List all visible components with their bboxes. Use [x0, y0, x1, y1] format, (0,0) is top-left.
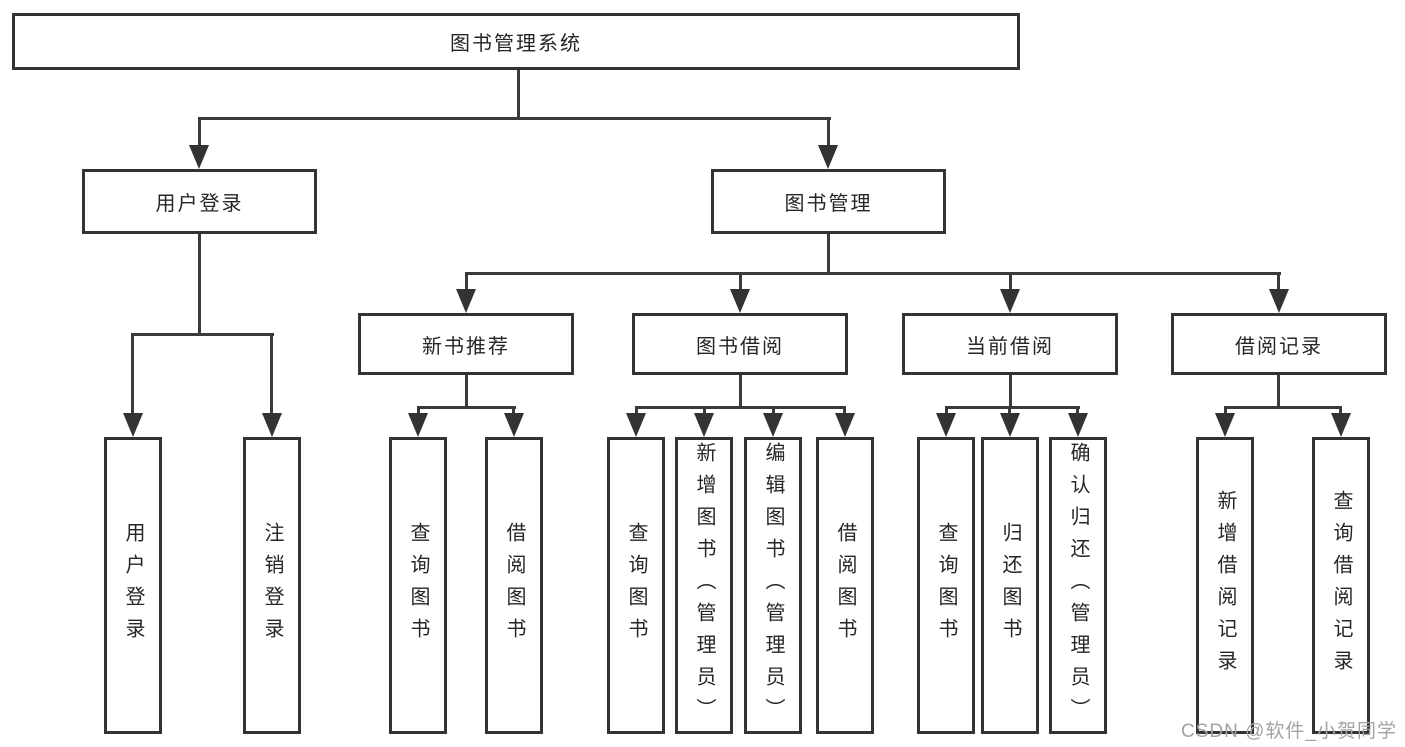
leaf-logout: 注销登录	[243, 437, 301, 734]
arrow-down-icon	[763, 413, 783, 437]
connector-line	[198, 117, 201, 147]
leaf-label: 查询图书	[625, 521, 647, 650]
node-label: 借阅记录	[1235, 335, 1323, 358]
arrow-down-icon	[626, 413, 646, 437]
node-book-borrowing: 图书借阅	[632, 313, 848, 375]
arrow-down-icon	[1331, 413, 1351, 437]
arrow-down-icon	[730, 289, 750, 313]
node-label: 图书管理系统	[450, 33, 582, 55]
connector-line	[517, 70, 520, 118]
leaf-label: 用户登录	[122, 521, 144, 650]
node-label: 新书推荐	[422, 335, 510, 358]
connector-line	[512, 406, 515, 415]
connector-line	[270, 333, 273, 413]
leaf-edit-books-admin: 编辑图书（管理员）	[744, 437, 802, 734]
leaf-label: 查询图书	[407, 521, 429, 650]
connector-line	[465, 375, 468, 408]
leaf-confirm-return-admin: 确认归还（管理员）	[1049, 437, 1107, 734]
node-user-login: 用户登录	[82, 169, 317, 234]
node-label: 图书管理	[784, 193, 873, 215]
arrow-down-icon	[1215, 413, 1235, 437]
connector-line	[198, 234, 201, 335]
leaf-label: 新增图书（管理员）	[693, 441, 715, 730]
leaf-label: 新增借阅记录	[1214, 489, 1236, 682]
node-label: 用户登录	[155, 193, 244, 215]
leaf-borrow-books: 借阅图书	[816, 437, 874, 734]
connector-line	[1224, 406, 1342, 409]
leaf-label: 借阅图书	[834, 521, 856, 650]
connector-line	[131, 333, 134, 413]
connector-line	[417, 406, 420, 415]
connector-line	[739, 375, 742, 408]
connector-line	[1277, 272, 1280, 290]
connector-line	[465, 272, 1281, 275]
arrow-down-icon	[694, 413, 714, 437]
leaf-label: 查询借阅记录	[1330, 489, 1352, 682]
node-book-management: 图书管理	[711, 169, 946, 234]
csdn-watermark: CSDN @软件_小贺同学	[1181, 721, 1397, 742]
leaf-label: 归还图书	[999, 521, 1021, 650]
leaf-label: 注销登录	[261, 521, 283, 650]
arrow-down-icon	[1269, 289, 1289, 313]
arrow-down-icon	[504, 413, 524, 437]
connector-line	[1277, 375, 1280, 408]
leaf-query-borrow-record: 查询借阅记录	[1312, 437, 1370, 734]
connector-line	[417, 406, 516, 409]
leaf-query-books-borrowing: 查询图书	[607, 437, 665, 734]
connector-line	[1224, 406, 1227, 415]
connector-line	[739, 272, 742, 290]
arrow-down-icon	[1068, 413, 1088, 437]
connector-line	[843, 406, 846, 415]
connector-line	[1009, 272, 1012, 290]
arrow-down-icon	[818, 145, 838, 169]
connector-line	[635, 406, 846, 409]
node-label: 当前借阅	[966, 335, 1054, 358]
leaf-label: 确认归还（管理员）	[1067, 441, 1089, 730]
leaf-add-borrow-record: 新增借阅记录	[1196, 437, 1254, 734]
node-current-borrowing: 当前借阅	[902, 313, 1118, 375]
node-borrowing-records: 借阅记录	[1171, 313, 1387, 375]
leaf-query-books-recommend: 查询图书	[389, 437, 447, 734]
connector-line	[827, 234, 830, 274]
leaf-label: 编辑图书（管理员）	[762, 441, 784, 730]
leaf-add-books-admin: 新增图书（管理员）	[675, 437, 733, 734]
connector-line	[198, 117, 831, 120]
node-library-management-system: 图书管理系统	[12, 13, 1020, 70]
arrow-down-icon	[408, 413, 428, 437]
connector-line	[465, 272, 468, 290]
connector-line	[772, 406, 775, 415]
leaf-label: 借阅图书	[503, 521, 525, 650]
node-label: 图书借阅	[696, 335, 784, 358]
connector-line	[635, 406, 638, 415]
arrow-down-icon	[123, 413, 143, 437]
connector-line	[827, 117, 830, 147]
leaf-user-login: 用户登录	[104, 437, 162, 734]
leaf-label: 查询图书	[935, 521, 957, 650]
connector-line	[1339, 406, 1342, 415]
connector-line	[1076, 406, 1079, 415]
leaf-query-books-current: 查询图书	[917, 437, 975, 734]
connector-line	[945, 406, 948, 415]
leaf-return-books: 归还图书	[981, 437, 1039, 734]
node-new-book-recommendation: 新书推荐	[358, 313, 574, 375]
arrow-down-icon	[189, 145, 209, 169]
connector-line	[945, 406, 1080, 409]
connector-line	[703, 406, 706, 415]
arrow-down-icon	[456, 289, 476, 313]
connector-line	[131, 333, 274, 336]
arrow-down-icon	[262, 413, 282, 437]
connector-line	[1009, 375, 1012, 408]
arrow-down-icon	[1000, 413, 1020, 437]
arrow-down-icon	[936, 413, 956, 437]
leaf-borrow-books-recommend: 借阅图书	[485, 437, 543, 734]
connector-line	[1008, 406, 1011, 415]
arrow-down-icon	[835, 413, 855, 437]
arrow-down-icon	[1000, 289, 1020, 313]
